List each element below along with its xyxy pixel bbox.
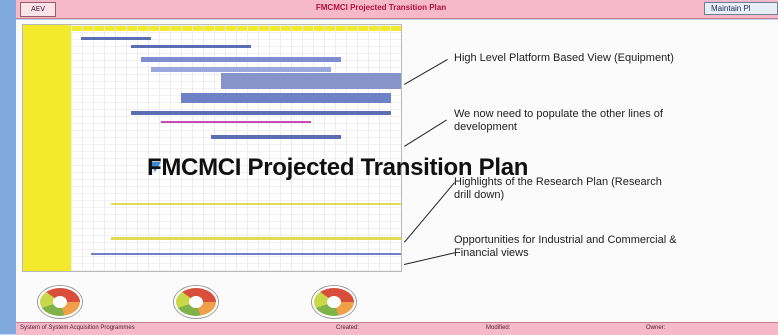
pie-chart-icon[interactable] (312, 286, 356, 318)
callout-arrow (404, 252, 455, 265)
callout-arrow (404, 119, 447, 147)
app-logo: AEV (20, 2, 56, 17)
gantt-bar (131, 111, 391, 115)
gantt-bar (131, 45, 251, 48)
pie-chart-icon[interactable] (174, 286, 218, 318)
callout-populate-lines: We now need to populate the other lines … (454, 108, 663, 133)
main-canvas: High Level Platform Based View (Equipmen… (16, 20, 778, 322)
footer-system-name: System of System Acquisition Programmes (20, 325, 135, 331)
gantt-chart[interactable] (22, 24, 402, 272)
gantt-bar (211, 135, 341, 139)
pie-chart-center (189, 296, 203, 308)
maintain-plan-button[interactable]: Maintain Pl (704, 2, 778, 15)
gantt-bar (111, 203, 401, 205)
footer-created-label: Created: (336, 325, 360, 331)
status-bar: System of System Acquisition Programmes … (16, 322, 778, 335)
page-title: FMCMCI Projected Transition Plan (315, 3, 447, 12)
pie-chart-center (53, 296, 67, 308)
gantt-bar (181, 93, 391, 103)
gantt-bar (221, 73, 401, 89)
footer-owner-label: Owner: (646, 325, 666, 331)
summary-wheels (22, 280, 400, 320)
window-frame-left (0, 0, 16, 334)
callout-arrow (404, 182, 455, 243)
triangle-marker-icon (149, 162, 161, 172)
callout-platform-view: High Level Platform Based View (Equipmen… (454, 52, 674, 64)
gantt-bar (81, 37, 151, 40)
pie-chart-center (327, 296, 341, 308)
gantt-bar (151, 67, 331, 72)
slide-headline: FMCMCI Projected Transition Plan (147, 154, 529, 181)
gantt-bar (111, 237, 401, 240)
callout-opportunities: Opportunities for Industrial and Commerc… (454, 234, 677, 259)
gantt-bar (141, 57, 341, 62)
footer-modified-label: Modified: (486, 325, 511, 331)
gantt-bar (91, 253, 401, 255)
gantt-bar (161, 121, 311, 123)
callout-research-plan: Highlights of the Research Plan (Researc… (454, 176, 662, 201)
gantt-grid (71, 25, 401, 271)
pie-chart-icon[interactable] (38, 286, 82, 318)
callout-arrow (404, 59, 448, 85)
gantt-row-labels (23, 25, 72, 271)
title-bar: AEV FMCMCI Projected Transition Plan Mai… (16, 0, 778, 19)
